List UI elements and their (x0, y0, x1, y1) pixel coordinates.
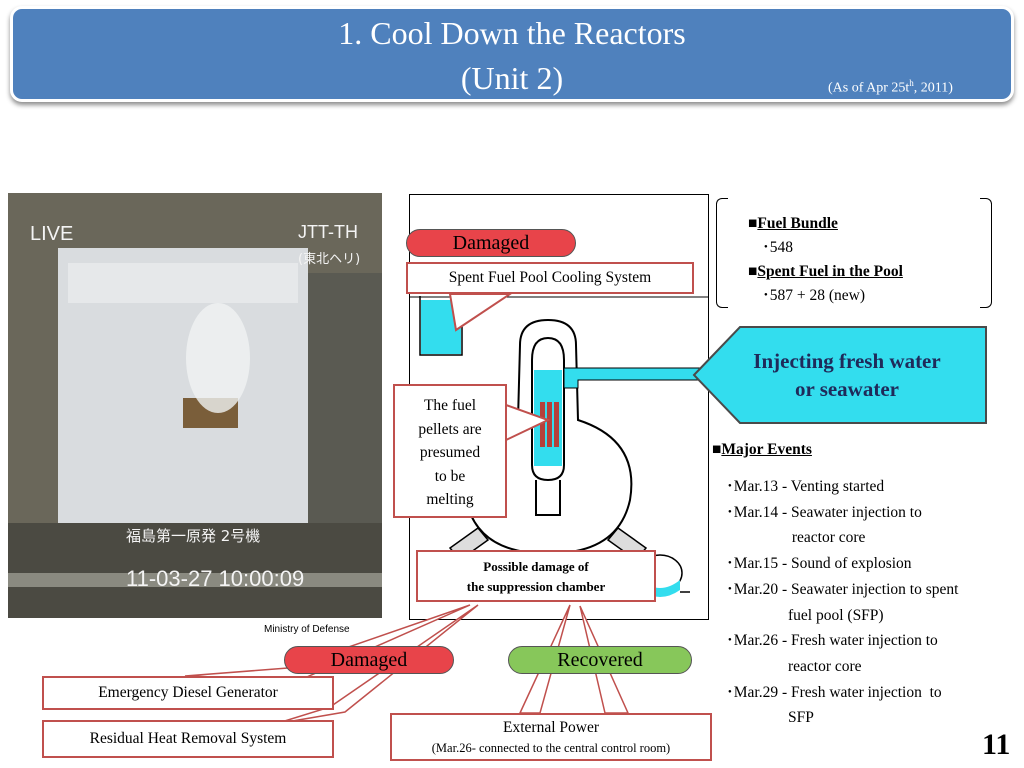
reactor-photo: LIVE JTT-TH (東北ヘリ) 福島第一原発 2号機 11-03-27 1… (8, 193, 382, 618)
slide-subtitle: (Unit 2) (460, 60, 564, 96)
event-item: ･Mar.13 - Venting started (726, 478, 885, 495)
fuel-melting-line: presumed (419, 444, 481, 461)
major-events-label: Major Events (721, 441, 812, 458)
event-item: fuel pool (SFP) (726, 606, 884, 624)
bullet-icon: ■ (748, 263, 758, 280)
label-suppression-chamber: Possible damage of the suppression chamb… (416, 550, 656, 602)
fuel-rod (540, 402, 545, 447)
fuel-melting-line: melting (426, 491, 474, 508)
bracket-right (980, 198, 992, 308)
fuel-melting-line: The fuel (423, 397, 477, 414)
photo-overlay-live: LIVE (30, 223, 73, 245)
status-damaged-power: Damaged (284, 646, 454, 674)
external-power-title: External Power (503, 719, 599, 736)
event-item: ･Mar.29 - Fresh water injection to (726, 683, 942, 701)
label-external-power: External Power (Mar.26- connected to the… (390, 713, 712, 761)
fuel-bundle-value: ･548 (762, 239, 794, 256)
suppression-line: the suppression chamber (466, 579, 606, 594)
as-of-date: (As of Apr 25th, 2011) (828, 78, 953, 96)
photo-timestamp: 11-03-27 10:00:09 (126, 566, 304, 591)
fuel-bundle-label: Fuel Bundle (757, 215, 838, 232)
event-item: reactor core (726, 657, 862, 675)
label-spent-fuel-pool-cooling: Spent Fuel Pool Cooling System (406, 262, 694, 294)
page-number: 11 (982, 728, 1011, 761)
status-damaged-sfp: Damaged (406, 229, 576, 257)
spent-fuel-value: ･587 + 28 (new) (762, 287, 866, 304)
bullet-icon: ■ (712, 441, 722, 458)
bracket-left (716, 198, 728, 308)
fuel-rod (547, 402, 552, 447)
injection-line: or seawater (795, 377, 899, 401)
event-item: SFP (726, 709, 814, 727)
title-bar (10, 6, 1014, 102)
reactor-photo-image: LIVE JTT-TH (東北ヘリ) 福島第一原発 2号機 11-03-27 1… (8, 193, 382, 618)
major-events-heading: ■Major Events (712, 441, 812, 459)
major-events-list: ･Mar.13 - Venting started ･Mar.14 - Seaw… (726, 474, 958, 731)
event-item: ･Mar.15 - Sound of explosion (726, 555, 912, 573)
bullet-icon: ■ (748, 215, 758, 232)
event-item: ･Mar.14 - Seawater injection to (726, 503, 922, 521)
fuel-melting-line: to be (434, 467, 466, 485)
fuel-rod (554, 402, 559, 447)
external-power-note: (Mar.26- connected to the central contro… (431, 741, 671, 755)
suppression-line: Possible damage of (483, 559, 589, 574)
fuel-info-bracket (716, 198, 992, 308)
fuel-melting-line: pellets are (418, 420, 482, 438)
label-emergency-diesel-generator: Emergency Diesel Generator (42, 676, 334, 710)
spent-fuel-heading: ■Spent Fuel in the Pool (748, 260, 903, 284)
injection-line: Injecting fresh water (753, 349, 941, 373)
label-fuel-melting: The fuel pellets are presumed to be melt… (393, 384, 507, 518)
photo-overlay-caption: 福島第一原発 2号機 (126, 527, 260, 545)
photo-overlay-source-jp: (東北ヘリ) (298, 251, 360, 267)
spent-fuel-label: Spent Fuel in the Pool (757, 263, 903, 280)
photo-credit: Ministry of Defense (264, 624, 350, 635)
label-residual-heat-removal: Residual Heat Removal System (42, 720, 334, 758)
photo-overlay-source: JTT-TH (298, 222, 358, 242)
event-item: ･Mar.26 - Fresh water injection to (726, 632, 938, 650)
event-item: ･Mar.20 - Seawater injection to spent (726, 580, 959, 598)
status-recovered: Recovered (508, 646, 692, 674)
injection-label: Injecting fresh water or seawater (716, 347, 978, 403)
fuel-bundle-heading: ■Fuel Bundle (748, 212, 838, 236)
event-item: reactor core (726, 529, 866, 547)
injection-arrow-shape (692, 326, 987, 424)
slide-title: 1. Cool Down the Reactors (338, 15, 686, 51)
